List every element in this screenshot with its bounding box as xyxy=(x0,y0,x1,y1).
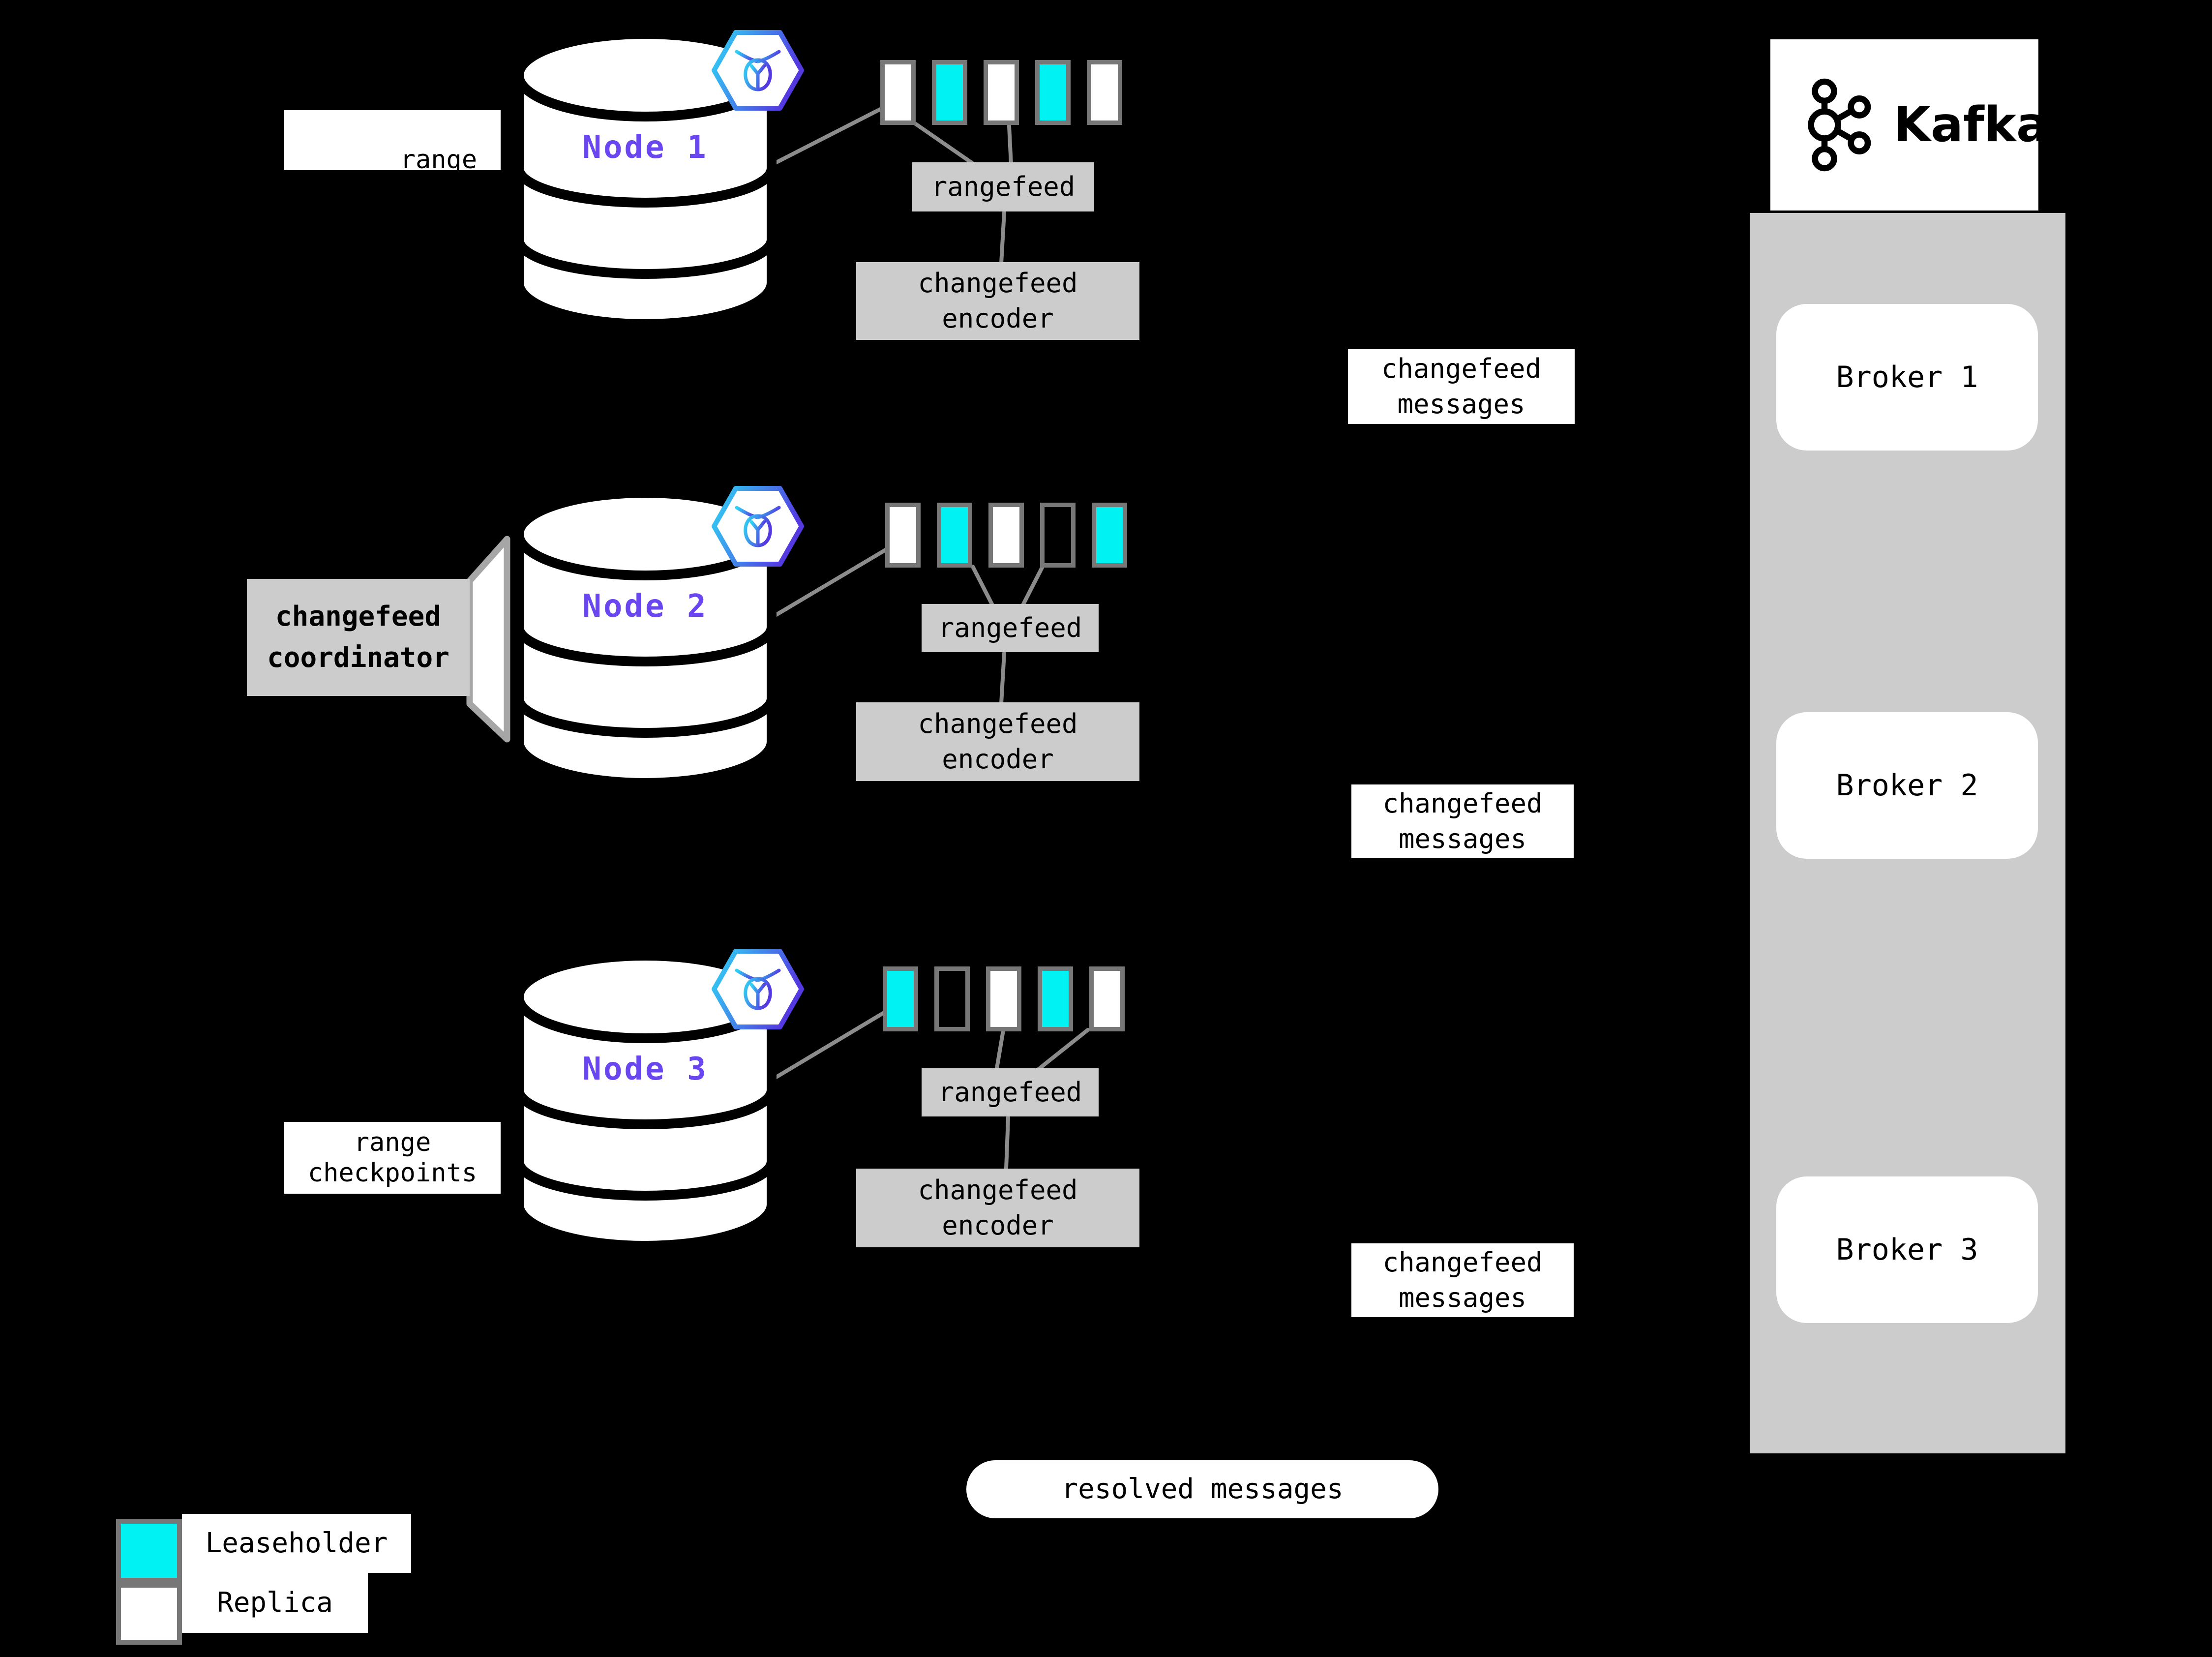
messages-label-line: messages xyxy=(1397,389,1525,420)
broker-1-card: Broker 1 xyxy=(1776,304,2038,451)
encoder-label-line: changefeed xyxy=(918,1175,1078,1205)
cockroachdb-node-icon xyxy=(711,481,805,572)
range-replica xyxy=(1089,966,1125,1031)
legend-label-text: Replica xyxy=(216,1587,333,1619)
ranges-row-node1 xyxy=(880,60,1122,125)
range-replica xyxy=(984,60,1019,125)
label-line: range xyxy=(354,1128,431,1157)
range-leaseholder xyxy=(937,503,972,568)
kafka-logo-card: Kafka xyxy=(1770,39,2049,211)
encoder-label-line: changefeed xyxy=(918,708,1078,739)
label-line: checkpoints xyxy=(307,1158,478,1188)
range-checkpoints-label-node1: range checkpoints xyxy=(284,110,501,170)
node2-title: Node 2 xyxy=(582,588,708,625)
encoder-label-line: encoder xyxy=(942,744,1054,775)
encoder-label-line: changefeed xyxy=(918,268,1078,299)
ranges-row-node3 xyxy=(883,966,1125,1031)
broker-3-card: Broker 3 xyxy=(1776,1176,2038,1323)
kafka-brand-title: Kafka xyxy=(1893,97,2049,153)
changefeed-messages-label-2: changefeed messages xyxy=(1351,784,1574,858)
resolved-messages-text: resolved messages xyxy=(1061,1473,1344,1505)
changefeed-messages-label-3: changefeed messages xyxy=(1351,1243,1574,1317)
changefeed-messages-label-1: changefeed messages xyxy=(1348,349,1575,424)
rangefeed-label: rangefeed xyxy=(931,171,1076,202)
range-replica xyxy=(986,966,1021,1031)
broker-label: Broker 3 xyxy=(1836,1233,1978,1267)
kafka-logo-icon xyxy=(1808,78,1871,172)
legend-label-text: Leaseholder xyxy=(205,1527,388,1559)
node3-title: Node 3 xyxy=(582,1051,708,1087)
rangefeed-label: rangefeed xyxy=(938,612,1082,643)
legend-label-leaseholder: Leaseholder xyxy=(182,1514,411,1573)
label-line: range xyxy=(400,145,478,170)
range-leaseholder xyxy=(1035,60,1071,125)
node1-title: Node 1 xyxy=(582,129,708,166)
changefeed-encoder-box-node1: changefeed encoder xyxy=(856,262,1139,340)
range-leaseholder xyxy=(932,60,967,125)
broker-2-card: Broker 2 xyxy=(1776,712,2038,859)
messages-label-line: changefeed xyxy=(1381,353,1542,384)
legend-swatch-leaseholder xyxy=(116,1519,182,1583)
legend-label-replica: Replica xyxy=(182,1573,368,1633)
broker-label: Broker 1 xyxy=(1836,360,1978,394)
range-leaseholder xyxy=(1038,966,1073,1031)
range-empty xyxy=(934,966,970,1031)
broker-label: Broker 2 xyxy=(1836,768,1978,803)
rangefeed-label: rangefeed xyxy=(938,1077,1082,1108)
messages-label-line: messages xyxy=(1398,1282,1527,1313)
encoder-label-line: encoder xyxy=(942,1210,1054,1241)
resolved-messages-label: resolved messages xyxy=(966,1460,1438,1518)
coordinator-flag-ribbon xyxy=(466,536,510,743)
legend-swatch-replica xyxy=(116,1583,182,1645)
range-replica xyxy=(885,503,921,568)
coordinator-label-line: changefeed xyxy=(275,601,442,633)
range-replica xyxy=(988,503,1024,568)
messages-label-line: changefeed xyxy=(1382,788,1543,819)
changefeed-encoder-box-node3: changefeed encoder xyxy=(856,1169,1139,1247)
range-empty xyxy=(1040,503,1076,568)
rangefeed-box-node1: rangefeed xyxy=(912,162,1094,211)
messages-label-line: changefeed xyxy=(1382,1247,1543,1278)
changefeed-coordinator-label: changefeed coordinator xyxy=(247,579,470,696)
range-leaseholder xyxy=(1092,503,1127,568)
range-leaseholder xyxy=(883,966,918,1031)
cockroachdb-node-icon xyxy=(711,25,805,116)
range-replica xyxy=(1087,60,1122,125)
messages-label-line: messages xyxy=(1398,823,1527,854)
coordinator-label-line: coordinator xyxy=(267,642,449,674)
rangefeed-box-node2: rangefeed xyxy=(922,604,1099,652)
cockroachdb-node-icon xyxy=(711,943,805,1035)
rangefeed-box-node3: rangefeed xyxy=(922,1068,1099,1116)
range-replica xyxy=(880,60,916,125)
range-checkpoints-label-node3: range checkpoints xyxy=(284,1122,501,1194)
changefeed-encoder-box-node2: changefeed encoder xyxy=(856,702,1139,781)
ranges-row-node2 xyxy=(885,503,1127,568)
encoder-label-line: encoder xyxy=(942,303,1054,334)
